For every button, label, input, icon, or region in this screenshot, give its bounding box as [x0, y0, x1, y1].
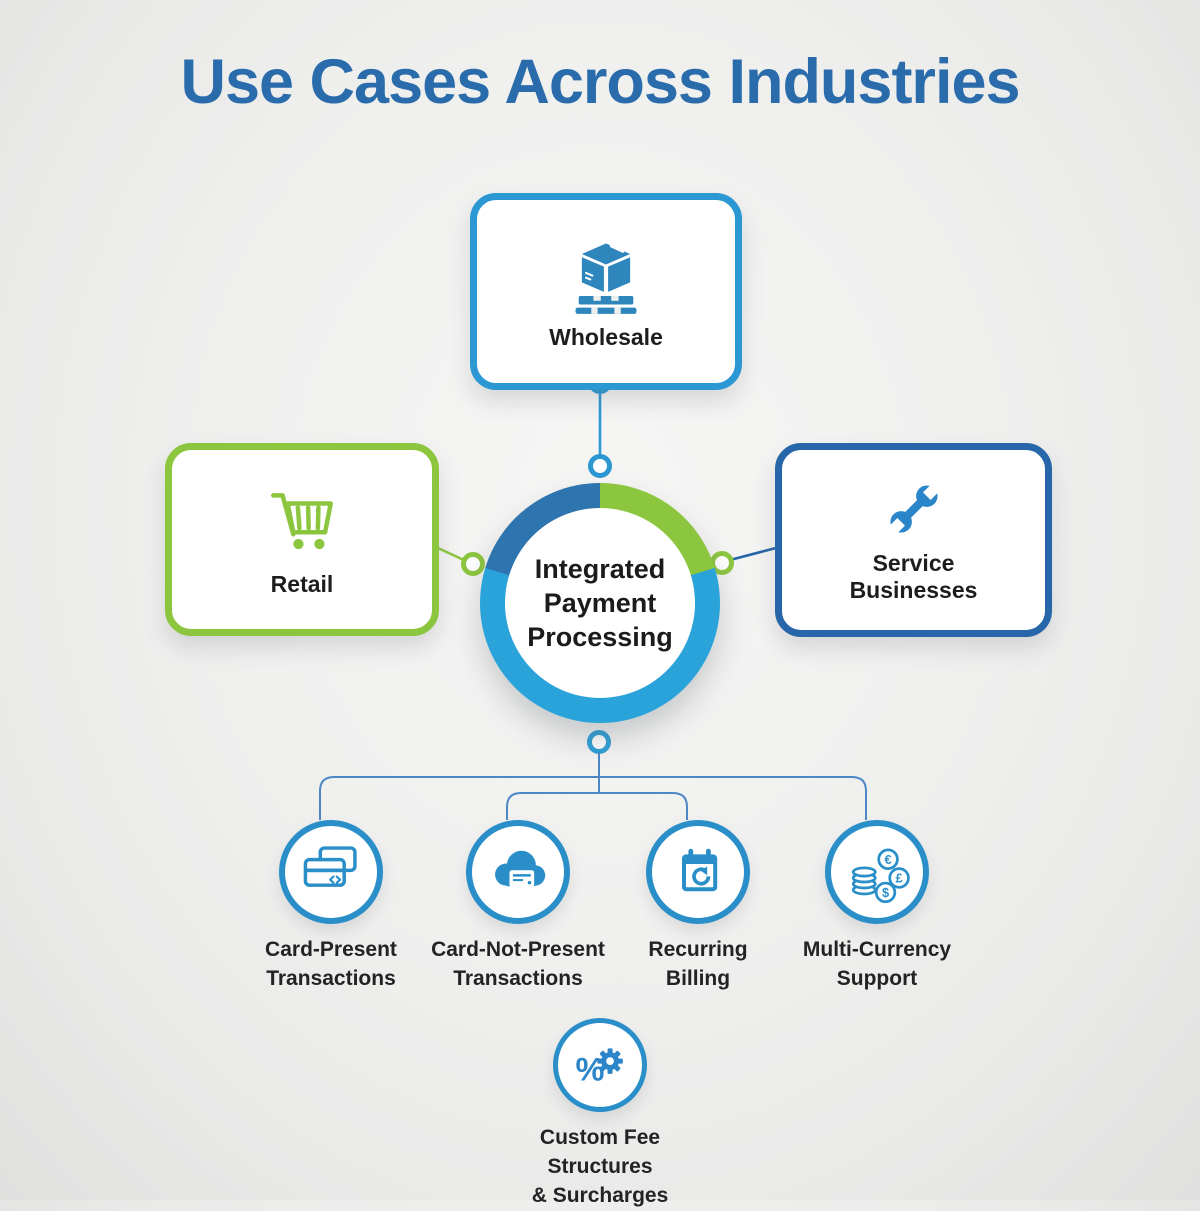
dollar-symbol: $ [882, 885, 889, 900]
tree-inner-bracket [506, 792, 688, 820]
feature-recurring-billing: Recurring Billing [583, 820, 813, 994]
feature-circle [279, 820, 383, 924]
feature-card-not-present: Card-Not-Present Transactions [403, 820, 633, 994]
feature-custom-fees: % Custom Fee Structures & Surcharges [485, 1018, 715, 1211]
cloud-card-icon [495, 850, 546, 888]
coins-currency-icon: € £ $ [851, 848, 910, 904]
industry-box-retail: Retail [165, 443, 439, 636]
wrench-icon [886, 481, 941, 537]
percent-gear-icon: % [575, 1048, 623, 1088]
junction-dot-ring-bottom [587, 730, 611, 754]
feature-card-present: Card-Present Transactions [216, 820, 446, 994]
junction-dot-ring-top [588, 454, 612, 478]
feature-label: Card-Present Transactions [265, 938, 397, 990]
package-pallet-icon [575, 242, 637, 314]
central-ring: Integrated Payment Processing [480, 483, 720, 723]
feature-multi-currency: € £ $ Multi-Currency Support [762, 820, 992, 994]
feature-circle: € £ $ [825, 820, 929, 924]
central-circle: Integrated Payment Processing [505, 508, 695, 698]
industry-label-wholesale: Wholesale [549, 323, 663, 350]
percent-symbol: % [575, 1052, 604, 1088]
feature-label: Multi-Currency Support [802, 938, 952, 990]
shopping-cart-icon [271, 493, 333, 550]
pound-symbol: £ [896, 871, 903, 886]
feature-label: Recurring Billing [648, 938, 748, 990]
industry-box-service: Service Businesses [775, 443, 1052, 637]
calendar-refresh-icon [682, 848, 718, 892]
feature-circle: % [553, 1018, 647, 1112]
feature-label: Custom Fee Structures & Surcharges [531, 1126, 669, 1207]
euro-symbol: € [885, 852, 892, 867]
feature-label: Card-Not-Present Transactions [431, 938, 605, 990]
junction-dot-ring-left [461, 552, 485, 576]
connector-service-line [729, 546, 777, 562]
tree-outer-bracket [319, 776, 867, 820]
central-label: Integrated Payment Processing [527, 553, 673, 652]
feature-circle [466, 820, 570, 924]
industry-label-retail: Retail [270, 570, 334, 597]
credit-cards-icon [303, 846, 357, 887]
industry-label-service: Service Businesses [849, 549, 978, 603]
feature-circle [646, 820, 750, 924]
industry-box-wholesale: Wholesale [470, 193, 742, 390]
page-title: Use Cases Across Industries [180, 47, 1020, 117]
